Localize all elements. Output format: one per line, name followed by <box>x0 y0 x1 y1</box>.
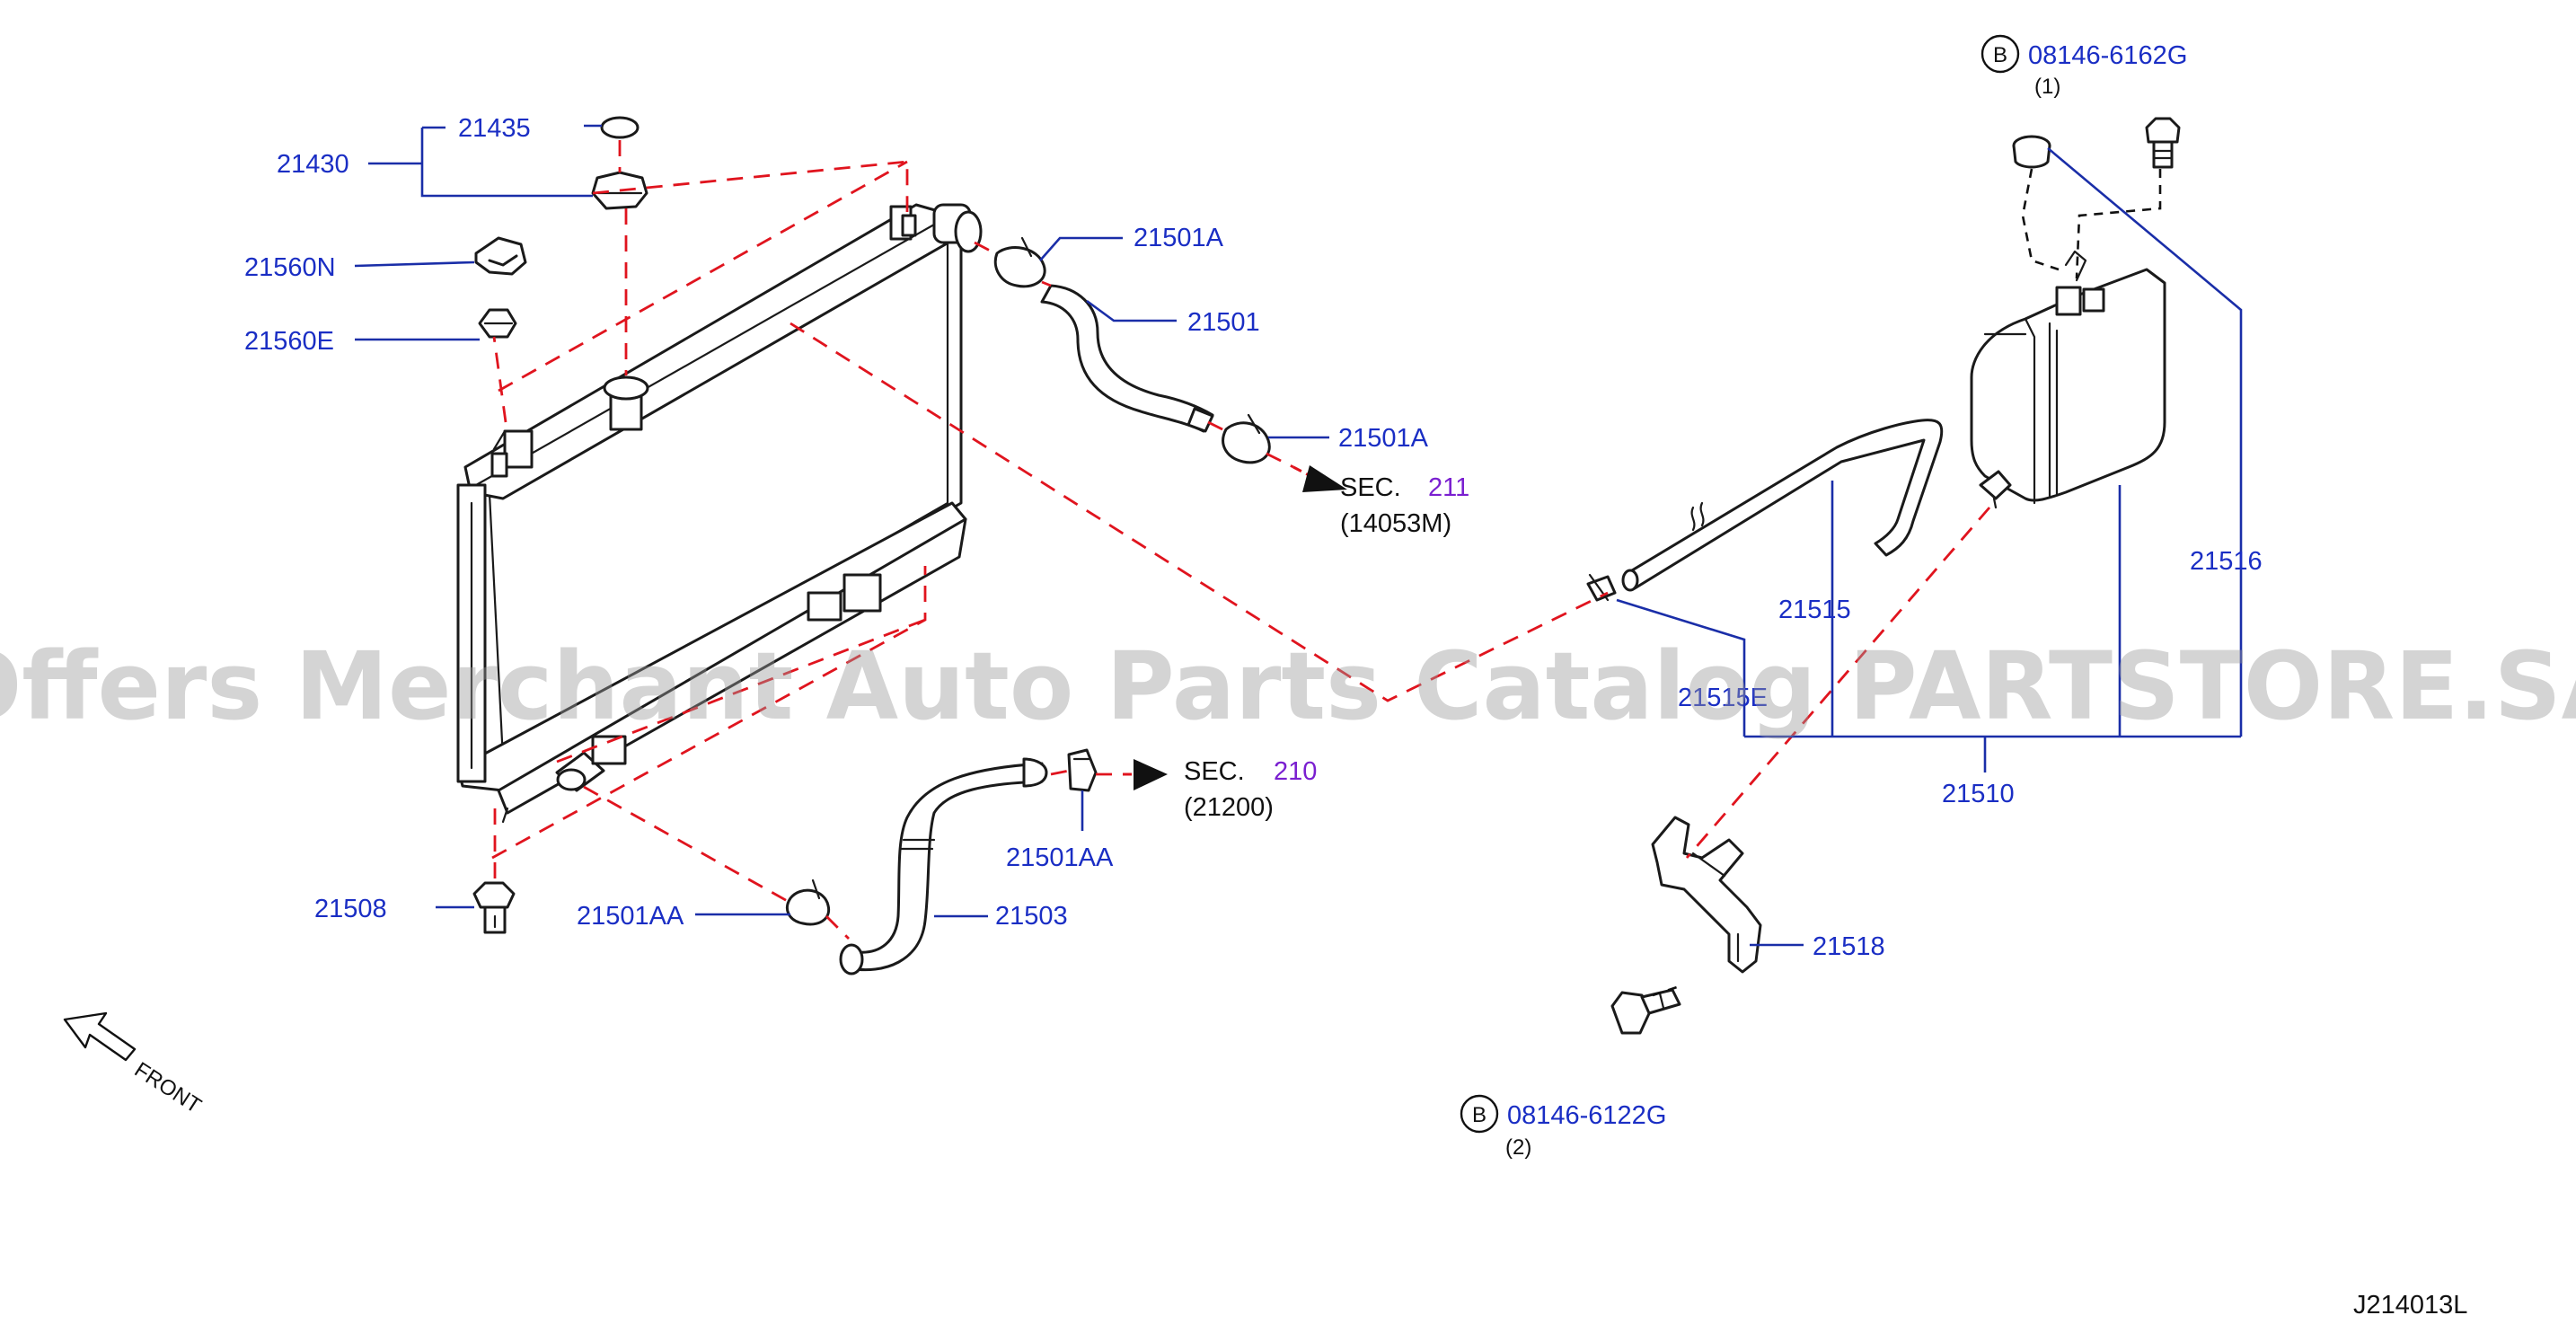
front-arrow-icon <box>63 1011 137 1062</box>
watermark-text: Offers Merchant Auto Parts Catalog PARTS… <box>0 631 2576 741</box>
bolt-top-badge: B <box>1993 43 2007 67</box>
overflow-hose-21515-icon <box>1621 419 1944 592</box>
diagram-code: J214013L <box>2353 1291 2467 1320</box>
cap-seal-icon <box>600 116 640 139</box>
front-label: FRONT <box>130 1057 206 1118</box>
label-21435[interactable]: 21435 <box>458 114 531 143</box>
label-21516[interactable]: 21516 <box>2190 547 2263 576</box>
reservoir-dashed-lines <box>1652 168 2162 997</box>
bolt-top-icon <box>2145 117 2181 169</box>
arrow-sec210-icon <box>1123 759 1168 790</box>
label-21501a-top[interactable]: 21501A <box>1134 224 1224 252</box>
label-21430[interactable]: 21430 <box>277 150 349 179</box>
label-21501aa-left[interactable]: 21501AA <box>577 902 684 931</box>
label-21518[interactable]: 21518 <box>1813 932 1885 961</box>
clip-21560n-icon <box>474 236 527 276</box>
bolt-bottom-qty: (2) <box>1505 1135 1531 1160</box>
label-21508[interactable]: 21508 <box>314 895 387 923</box>
assembly-dashed-lines <box>491 140 1991 940</box>
radiator-cap-group <box>591 116 648 210</box>
label-21501a-bottom[interactable]: 21501A <box>1338 424 1429 453</box>
clamp-21501a-bottom-icon <box>1222 413 1271 464</box>
bolt-top-badge-icon <box>1981 34 2020 74</box>
lower-hose-21503-icon <box>839 757 1048 975</box>
clip-21515e-icon <box>1586 573 1617 602</box>
reservoir-tank-icon <box>1970 250 2166 509</box>
label-21510[interactable]: 21510 <box>1942 780 2015 808</box>
bushing-21560e-icon <box>478 308 517 339</box>
label-21501[interactable]: 21501 <box>1187 308 1260 337</box>
bolt-bottom-badge-icon <box>1460 1094 1499 1134</box>
label-21503[interactable]: 21503 <box>995 902 1068 931</box>
sec210-detail: (21200) <box>1184 793 1274 822</box>
bolt-bottom-badge: B <box>1472 1103 1486 1127</box>
bracket-21518-icon <box>1651 816 1762 974</box>
mount-21508-icon <box>472 881 516 934</box>
bolt-bottom-part[interactable]: 08146-6122G <box>1507 1101 1666 1130</box>
label-21515e[interactable]: 21515E <box>1678 684 1768 712</box>
arrow-sec211-icon <box>1292 465 1347 492</box>
reservoir-cap-icon <box>2012 135 2051 169</box>
label-21501aa-right[interactable]: 21501AA <box>1006 843 1114 872</box>
bolt-top-qty: (1) <box>2034 75 2060 99</box>
sec211-number[interactable]: 211 <box>1428 473 1469 502</box>
bolt-top-part[interactable]: 08146-6162G <box>2028 41 2187 70</box>
sec210-prefix: SEC. <box>1184 757 1245 786</box>
bolt-bottom-icon <box>1610 988 1681 1035</box>
label-21560n[interactable]: 21560N <box>244 253 336 282</box>
leader-lines <box>354 124 2243 947</box>
sec211-prefix: SEC. <box>1340 473 1401 502</box>
upper-hose-21501-icon <box>1040 284 1214 433</box>
sec210-number[interactable]: 210 <box>1274 757 1317 786</box>
label-21515[interactable]: 21515 <box>1778 596 1851 624</box>
sec211-detail: (14053M) <box>1340 509 1451 538</box>
clamp-21501a-top-icon <box>993 236 1046 288</box>
clamp-21501aa-right-icon <box>1067 748 1098 792</box>
clamp-21501aa-left-icon <box>786 878 831 926</box>
label-21560e[interactable]: 21560E <box>244 327 334 356</box>
